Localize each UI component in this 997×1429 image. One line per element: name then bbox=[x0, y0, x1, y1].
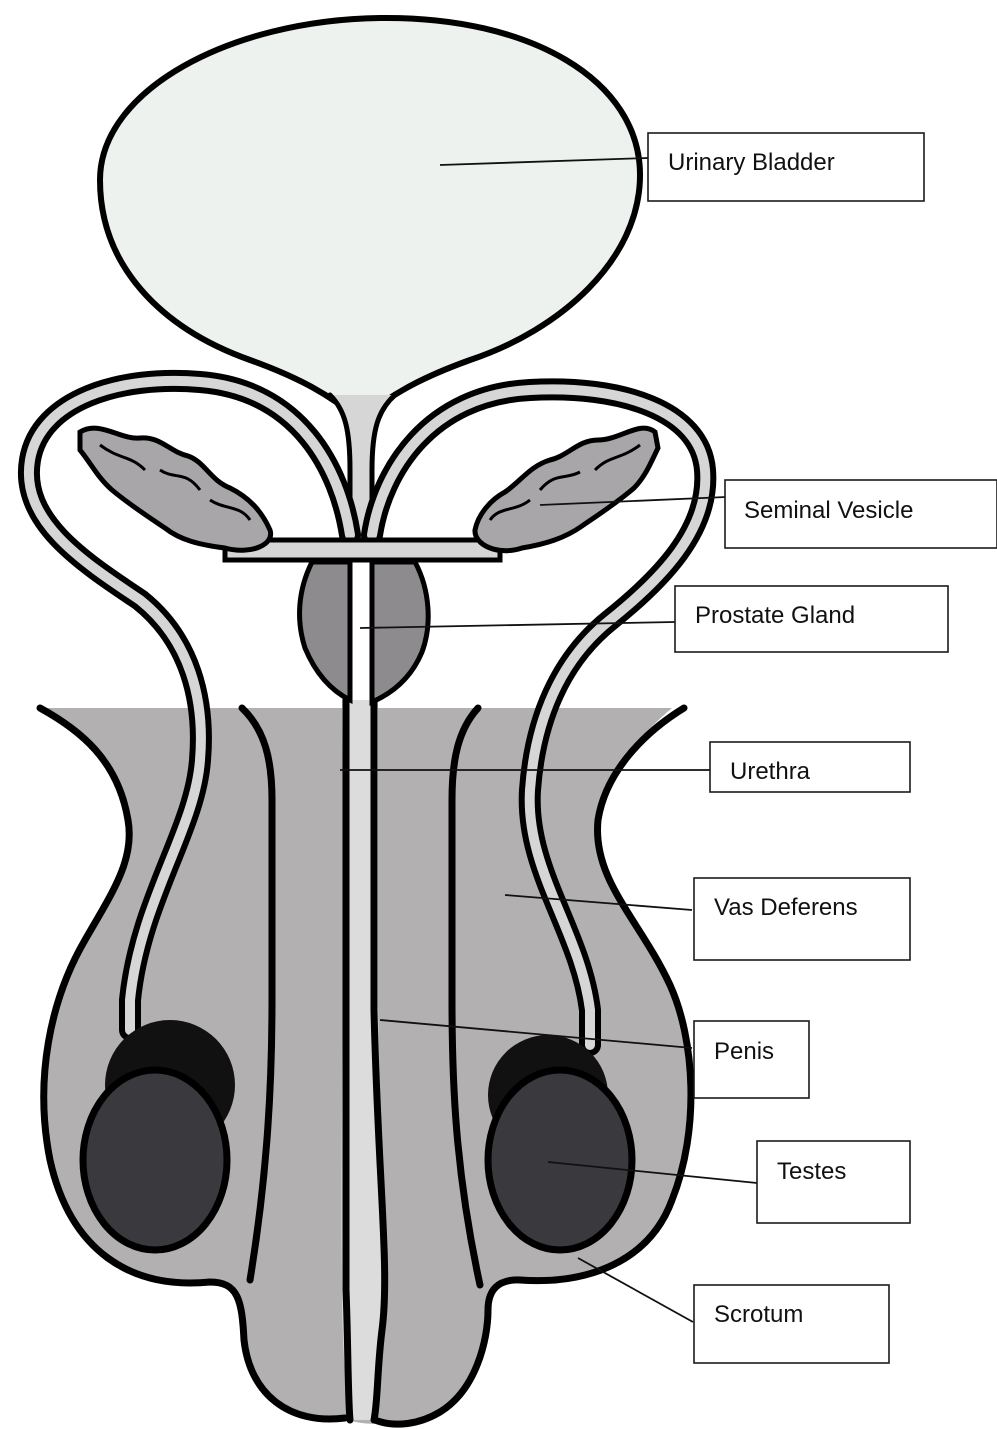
svg-text:Prostate Gland: Prostate Gland bbox=[695, 602, 855, 629]
svg-text:Vas Deferens: Vas Deferens bbox=[714, 894, 858, 921]
svg-text:Penis: Penis bbox=[714, 1038, 774, 1065]
seminal-vesicle-right bbox=[475, 428, 658, 551]
prostate-gland-left bbox=[300, 562, 350, 700]
label-urinary-bladder: Urinary Bladder bbox=[648, 133, 924, 201]
leader-scrotum bbox=[578, 1258, 693, 1322]
testis-right bbox=[488, 1070, 632, 1250]
svg-text:Urethra: Urethra bbox=[730, 758, 811, 785]
prostate-gland-right bbox=[372, 562, 428, 702]
svg-text:Testes: Testes bbox=[777, 1158, 846, 1185]
label-vas-deferens: Vas Deferens bbox=[694, 878, 910, 960]
label-scrotum: Scrotum bbox=[694, 1285, 889, 1363]
label-prostate-gland: Prostate Gland bbox=[675, 586, 948, 652]
svg-text:Urinary Bladder: Urinary Bladder bbox=[668, 149, 835, 176]
label-urethra: Urethra bbox=[710, 742, 910, 792]
urinary-bladder bbox=[100, 18, 640, 420]
label-penis: Penis bbox=[694, 1021, 809, 1098]
testis-left bbox=[83, 1070, 227, 1250]
svg-text:Seminal Vesicle: Seminal Vesicle bbox=[744, 497, 913, 524]
svg-text:Scrotum: Scrotum bbox=[714, 1301, 803, 1328]
label-seminal-vesicle: Seminal Vesicle bbox=[725, 480, 997, 548]
seminal-vesicle-left bbox=[80, 428, 271, 550]
label-testes: Testes bbox=[757, 1141, 910, 1223]
